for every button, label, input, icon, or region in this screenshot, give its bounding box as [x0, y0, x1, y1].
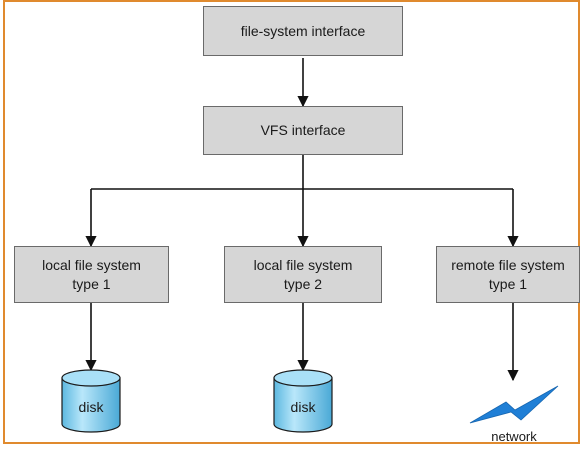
file-system-interface-box: file-system interface [203, 6, 403, 56]
disk-icon [273, 369, 333, 433]
remote-fs-type1-box: remote file system type 1 [436, 246, 580, 303]
fs-box-line2: type 1 [72, 275, 111, 292]
fs-box-line2: type 2 [283, 275, 323, 292]
network-label: network [491, 429, 537, 444]
vfs-interface-box: VFS interface [203, 106, 403, 155]
fs-box-line2: type 1 [488, 275, 528, 292]
local-fs-type1-box: local file system type 1 [14, 246, 169, 303]
network-icon [469, 385, 559, 424]
fs-box-line1: remote file system [451, 256, 565, 273]
fs-box-line1: local file system [253, 256, 353, 273]
disk-label: disk [290, 399, 316, 415]
disk-icon [61, 369, 121, 433]
local-fs-type2-box: local file system type 2 [224, 246, 382, 303]
fs-box-line1: local file system [42, 256, 141, 273]
disk-label: disk [78, 399, 104, 415]
file-system-interface-label: file-system interface [240, 22, 366, 39]
vfs-interface-label: VFS interface [260, 122, 346, 138]
